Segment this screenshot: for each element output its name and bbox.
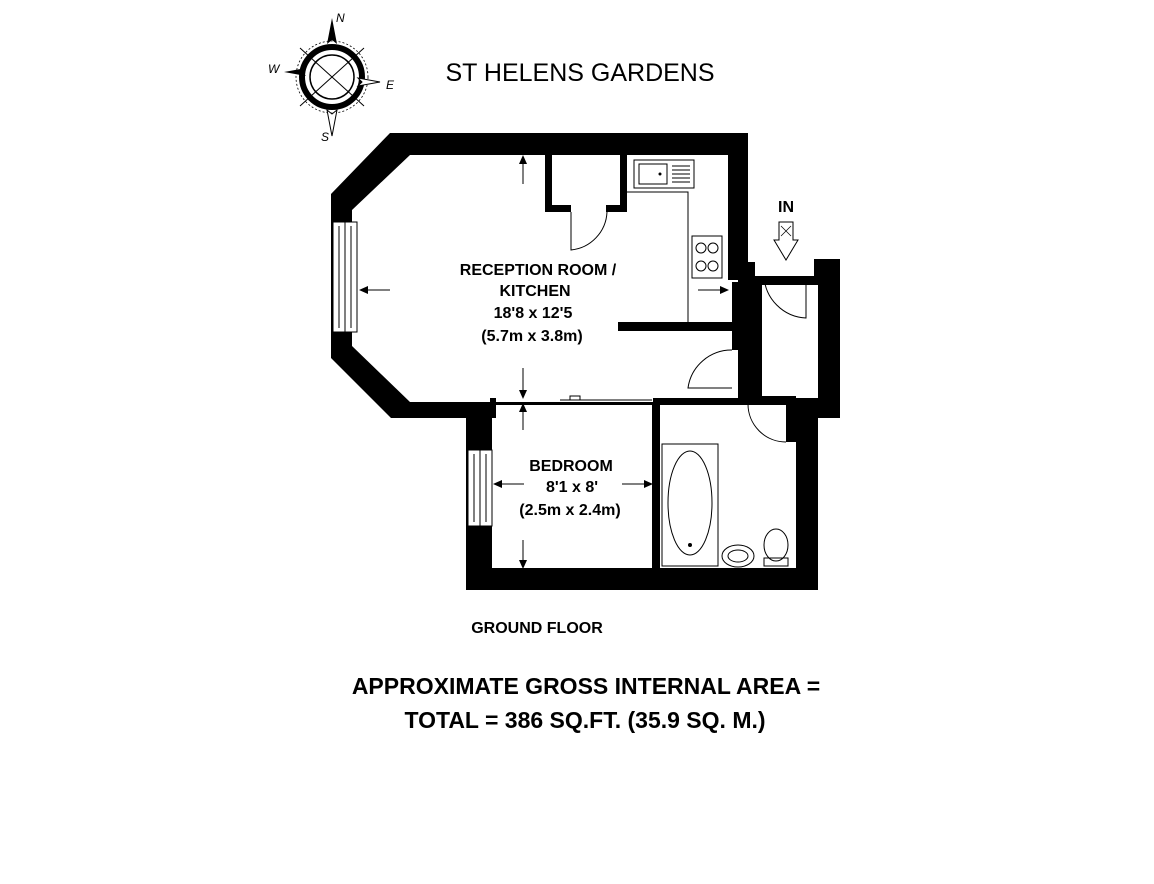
- reception-size-imperial: 18'8 x 12'5: [494, 305, 573, 322]
- hob-icon: [691, 235, 723, 279]
- reception-size-metric: (5.7m x 3.8m): [481, 328, 582, 345]
- compass-rose: N E S W: [268, 11, 395, 144]
- bedroom-size-metric: (2.5m x 2.4m): [519, 502, 620, 519]
- entrance-arrow-icon: [773, 221, 799, 261]
- compass-w-label: W: [268, 62, 281, 76]
- compass-e-label: E: [386, 78, 395, 92]
- sink-icon: [633, 159, 695, 189]
- floor-label: GROUND FLOOR: [471, 620, 603, 637]
- compass-n-label: N: [336, 11, 345, 25]
- bedroom-window: [467, 446, 493, 530]
- bath-partition-wall: [652, 402, 660, 570]
- hall-door: [687, 349, 733, 389]
- bathroom-door: [747, 403, 787, 443]
- bedroom-name: BEDROOM: [529, 458, 613, 475]
- entrance-door: [763, 275, 807, 319]
- reception-window: [332, 218, 358, 336]
- plan-title: ST HELENS GARDENS: [445, 59, 714, 87]
- reception-name-line1: RECEPTION ROOM /: [460, 262, 617, 279]
- entrance-label: IN: [778, 199, 794, 216]
- area-line2: TOTAL = 386 SQ.FT. (35.9 SQ. M.): [404, 707, 765, 733]
- toilet-icon: [763, 528, 789, 567]
- cupboard-door: [570, 211, 608, 251]
- compass-s-label: S: [321, 130, 329, 144]
- bathtub-icon: [661, 443, 719, 567]
- kitchen-partition-wall: [618, 322, 732, 331]
- area-line1: APPROXIMATE GROSS INTERNAL AREA =: [352, 673, 820, 699]
- basin-icon: [721, 544, 755, 568]
- kitchen-counter: [627, 191, 689, 322]
- dimension-arrows: [359, 155, 729, 569]
- reception-name-line2: KITCHEN: [499, 283, 570, 300]
- exterior-walls: [331, 133, 840, 590]
- bedroom-size-imperial: 8'1 x 8': [546, 479, 598, 496]
- cupboard-wall: [545, 155, 552, 212]
